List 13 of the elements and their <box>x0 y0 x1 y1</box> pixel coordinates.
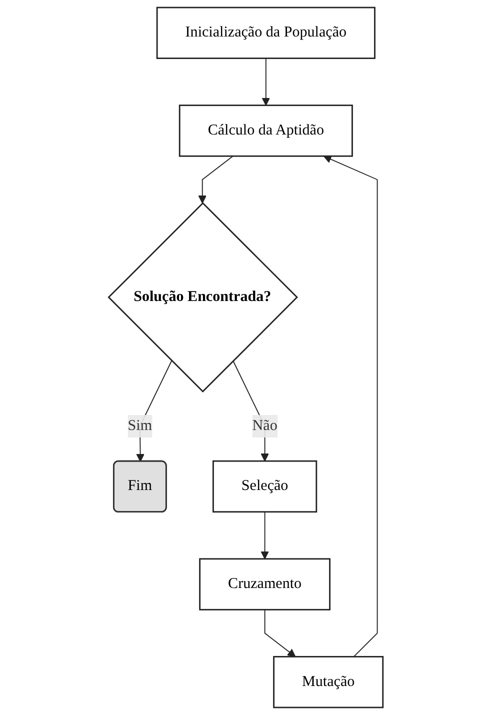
node-box: Cruzamento <box>199 558 331 610</box>
node-box: Inicialização da População <box>156 6 376 60</box>
arrow <box>260 511 270 560</box>
arrow <box>198 156 234 204</box>
arrow <box>264 609 296 658</box>
node-box: Cálculo da Aptidão <box>179 104 354 157</box>
edge-label: Sim <box>128 418 152 434</box>
edge-label: Não <box>252 418 278 434</box>
arrow <box>262 58 270 106</box>
node-diamond: Solução Encontrada? <box>108 202 298 392</box>
node-box: Mutação <box>273 656 384 708</box>
node-box: Seleção <box>212 460 318 513</box>
arrow <box>324 155 378 658</box>
